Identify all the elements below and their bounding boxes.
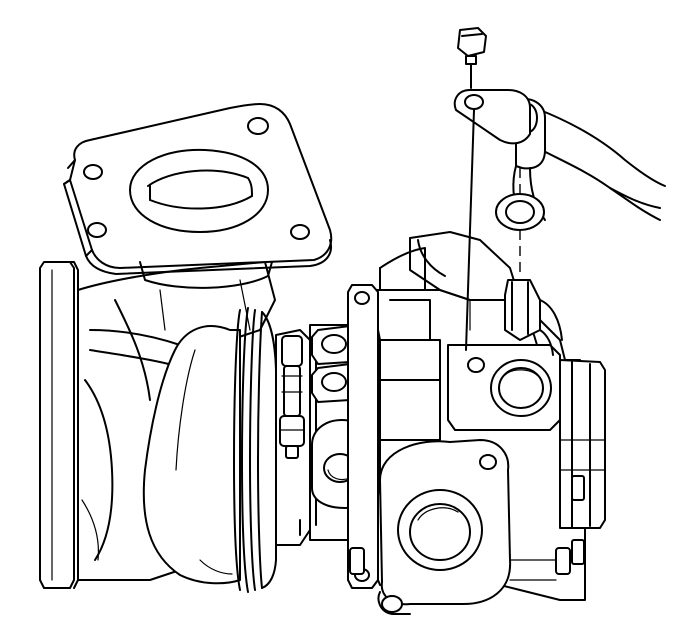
turbo-outlet-flange [39, 261, 79, 589]
bolt-icon [457, 27, 487, 65]
wastegate-valve-block [447, 344, 606, 529]
pipe-bracket [453, 89, 531, 145]
exhaust-inlet-flange [63, 103, 333, 289]
assembly-guide-lines [465, 63, 521, 351]
coolant-pipe [504, 98, 666, 356]
oil-feed-bracket [279, 335, 305, 459]
sealing-washer [495, 193, 545, 231]
compressor-inlet-scroll [349, 439, 585, 615]
